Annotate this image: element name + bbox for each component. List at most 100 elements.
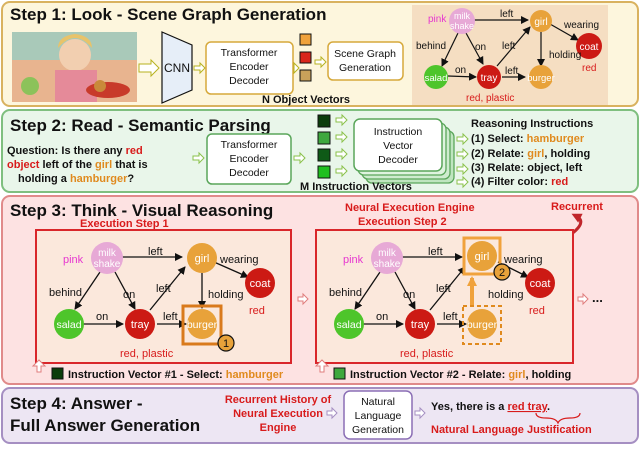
- arrow-encoder-to-instr-vectors: [293, 151, 306, 165]
- s1-node-coat-label: coat: [580, 42, 599, 53]
- g2-burger-selection: [462, 305, 502, 345]
- execution-step1-label: Execution Step 1: [80, 218, 169, 230]
- arrow-encoder-to-vectors: [293, 61, 300, 75]
- reasoning-4-prefix: (4) Filter color:: [471, 176, 551, 188]
- scene-graph-generation-block: Scene Graph Generation: [327, 41, 404, 81]
- answer-prefix: Yes, there is a: [431, 401, 507, 413]
- execution-graph-1: milk shake girl coat salad tray burger 1…: [35, 229, 292, 364]
- s1-node-salad-label: salad: [425, 73, 448, 84]
- execution-step2-label: Execution Step 2: [358, 216, 447, 228]
- instruction-decoder-stack: Instruction Vector Decoder: [353, 118, 455, 184]
- arrow-vec1: [335, 113, 348, 127]
- reasoning-1-prefix: (1) Select:: [471, 133, 527, 145]
- execution-graph-2: milk shake girl 2 coat salad tray burger…: [315, 229, 574, 364]
- s1-edge-left-label-1: left: [500, 9, 514, 20]
- s1-node-shake-label: shake: [450, 21, 474, 31]
- g1-edge-behind-label: behind: [49, 287, 82, 299]
- g1-node-shake-label: shake: [94, 259, 121, 270]
- question-girl: girl: [95, 159, 112, 171]
- arrow-vec3: [335, 147, 348, 161]
- reasoning-1-value: hamburger: [527, 133, 585, 145]
- decoder-line2: Vector: [383, 140, 413, 152]
- reasoning-instruction-3: (3) Relate: object, left: [471, 162, 583, 174]
- s1-edge-wearing-label: wearing: [563, 20, 599, 31]
- g2-edge-left-label-1: left: [428, 246, 443, 258]
- cnn-label: CNN: [164, 61, 190, 75]
- g1-edge-left-label-1: left: [148, 246, 163, 258]
- continuation-ellipsis: ...: [592, 290, 603, 305]
- photo-child-hair: [58, 34, 92, 48]
- reasoning-title: Reasoning Instructions: [471, 118, 593, 130]
- g2-edge-milk-salad: [354, 271, 381, 310]
- object-vector-1: [299, 33, 312, 46]
- step1-encoder-box: [205, 41, 294, 95]
- step4-title-line1: Step 4: Answer -: [10, 394, 143, 413]
- reasoning-instruction-2: (2) Relate: girl, holding: [471, 148, 590, 160]
- s1-node-tray: [477, 65, 501, 89]
- s1-edge-salad-tray: [447, 72, 477, 81]
- reasoning-instruction-1: (1) Select: hamburger: [471, 133, 585, 145]
- g1-edge-left-label-3: left: [163, 311, 178, 323]
- s1-edge-left-label-2: left: [502, 41, 516, 52]
- g2-node-girl-label: girl: [475, 251, 490, 263]
- g1-burger-selection: [181, 304, 223, 346]
- iv1-text: Instruction Vector #1 - Select: hamburge…: [68, 369, 284, 381]
- iv2-text: Instruction Vector #2 - Relate: girl, ho…: [350, 369, 571, 381]
- sgg-line2: Generation: [339, 62, 391, 74]
- justification-brace: [535, 412, 581, 425]
- g2-edge-left-label-3: left: [443, 311, 458, 323]
- g2-node-girl: [467, 241, 497, 271]
- reasoning-instruction-4: (4) Filter color: red: [471, 176, 568, 188]
- s1-node-tray-label: tray: [481, 73, 498, 84]
- nlg-line2: Language: [355, 410, 402, 422]
- reasoning-2-girl: girl: [527, 148, 544, 160]
- s1-node-salad: [424, 65, 448, 89]
- g2-step-marker-label: 2: [499, 267, 505, 279]
- arrow-instr4: [456, 175, 469, 189]
- step4-background: [1, 387, 639, 444]
- iv2-prefix: Instruction Vector #2 - Relate:: [350, 369, 508, 381]
- step1-encoder-line1: Transformer: [221, 47, 278, 59]
- instruction-vector-4: [317, 165, 331, 179]
- g1-node-coat: [245, 268, 275, 298]
- step1-encoder-line3: Decoder: [229, 75, 269, 87]
- answer-suffix: .: [547, 401, 550, 413]
- step3-panel: Step 3: Think - Visual Reasoning Executi…: [1, 195, 639, 385]
- arrow-history-to-nlg: [326, 406, 338, 420]
- answer-value: red tray: [507, 401, 548, 413]
- s1-node-girl: [530, 10, 552, 32]
- g2-node-coat: [525, 268, 555, 298]
- s1-node-milk-label: milk: [454, 11, 470, 21]
- g2-attr-red-plastic: red, plastic: [400, 348, 454, 360]
- input-photo: [12, 32, 137, 102]
- question-hamburger: hamburger: [70, 173, 128, 185]
- g2-node-milkshake: [371, 242, 403, 274]
- s1-edge-tray-girl: [496, 26, 531, 67]
- step1-encoder-line2: Encoder: [229, 61, 269, 73]
- recurrent-label: Recurrent: [551, 201, 603, 213]
- step2-encoder-block: Transformer Encoder Decoder: [206, 133, 292, 185]
- g1-edge-milk-salad: [74, 271, 101, 310]
- iv1-value: hamburger: [226, 369, 284, 381]
- instruction-vector-labels: Instruction Vector #1 - Select: hamburge…: [31, 359, 571, 381]
- g2-node-shake-label: shake: [374, 259, 401, 270]
- arrow-graph2-to-next: [577, 292, 589, 306]
- g1-node-salad-label: salad: [56, 319, 81, 331]
- decoder-to-instructions-arrows: [456, 132, 469, 189]
- reasoning-4-value: red: [551, 176, 568, 188]
- question-left-of: left of the: [39, 159, 95, 171]
- iv1-swatch: [51, 367, 64, 380]
- question-prefix: Question: Is there any: [7, 145, 126, 157]
- s1-node-burger: [529, 65, 553, 89]
- cnn-block: CNN: [161, 31, 193, 104]
- g1-edge-left-label-2: left: [156, 283, 171, 295]
- g1-node-girl: [187, 243, 217, 273]
- iv2-swatch: [333, 367, 346, 380]
- g1-attr-red: red: [249, 305, 265, 317]
- arrow-question-to-encoder: [192, 151, 205, 165]
- s1-edge-left-label-3: left: [505, 66, 519, 77]
- vector-to-decoder-arrows: [335, 113, 348, 178]
- arrow-instr2: [456, 147, 469, 161]
- iv2-rest: , holding: [525, 369, 571, 381]
- history-line1: Recurrent History of: [225, 394, 332, 406]
